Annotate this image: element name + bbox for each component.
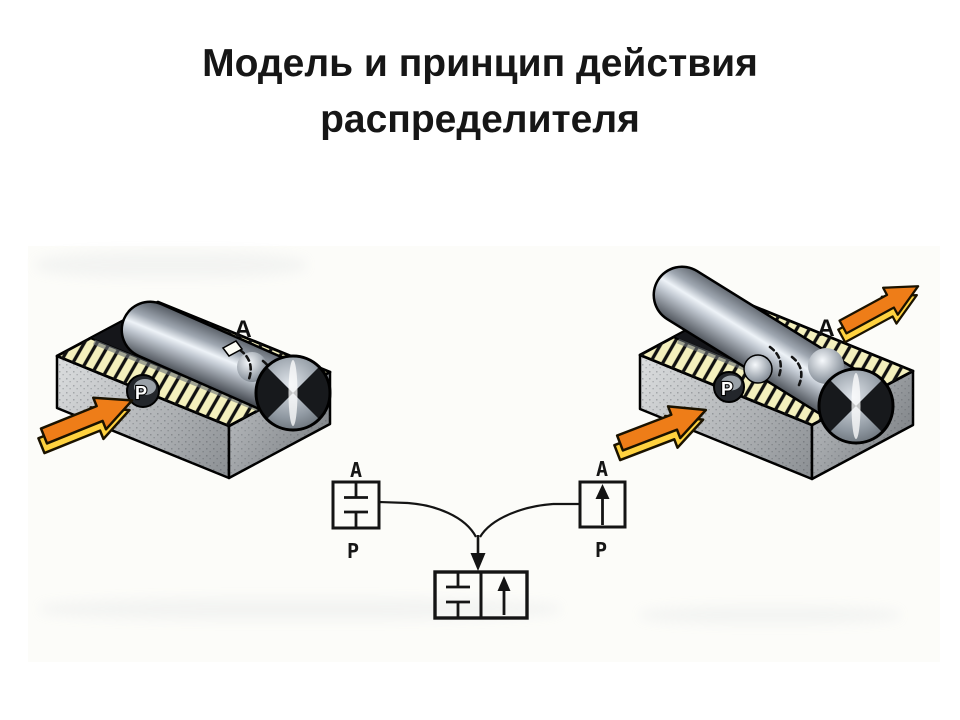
port-p-label: P [721,379,733,399]
port-a-label: A [817,315,834,342]
open-position-symbol: A P [578,457,627,562]
port-a-label: A [234,316,251,343]
spool-end-disc [254,354,332,432]
right-valve-illustration: A P [613,265,920,481]
inlet-flow-arrow-icon [37,396,134,455]
seat-mark-dashed [238,348,252,381]
merge-connectors [378,500,580,571]
left-valve-illustration: A P [37,300,332,480]
port-a-notch [221,340,244,357]
seat-mark-dashed [768,345,782,378]
port-p: P [713,371,745,403]
slide-title-line1: Модель и принцип действия [202,42,758,85]
closed-position-symbol: A P [331,458,381,563]
spool-end-disc [817,367,895,445]
port-p: P [126,374,160,408]
combined-valve-symbol [433,570,529,620]
merge-arrow-icon [470,553,486,571]
outlet-flow-arrow-icon [837,285,920,344]
schematic-a-label: A [596,457,608,481]
inlet-flow-arrow-icon [613,405,708,462]
seat-mark-dashed [790,355,803,387]
schematic-p-label: P [595,538,607,562]
slide-title-line2: распределителя [320,98,640,142]
scan-smudge [40,598,560,620]
schematic-a-label: A [350,458,362,482]
valve-schematic: A P A P [331,457,627,620]
spool-ball [743,354,773,384]
schematic-p-label: P [347,539,359,563]
scan-smudge [36,252,306,278]
scan-smudge [640,606,900,624]
port-p-label: P [135,383,147,403]
slide-title: Модель и принцип действия распределителя [0,36,960,148]
